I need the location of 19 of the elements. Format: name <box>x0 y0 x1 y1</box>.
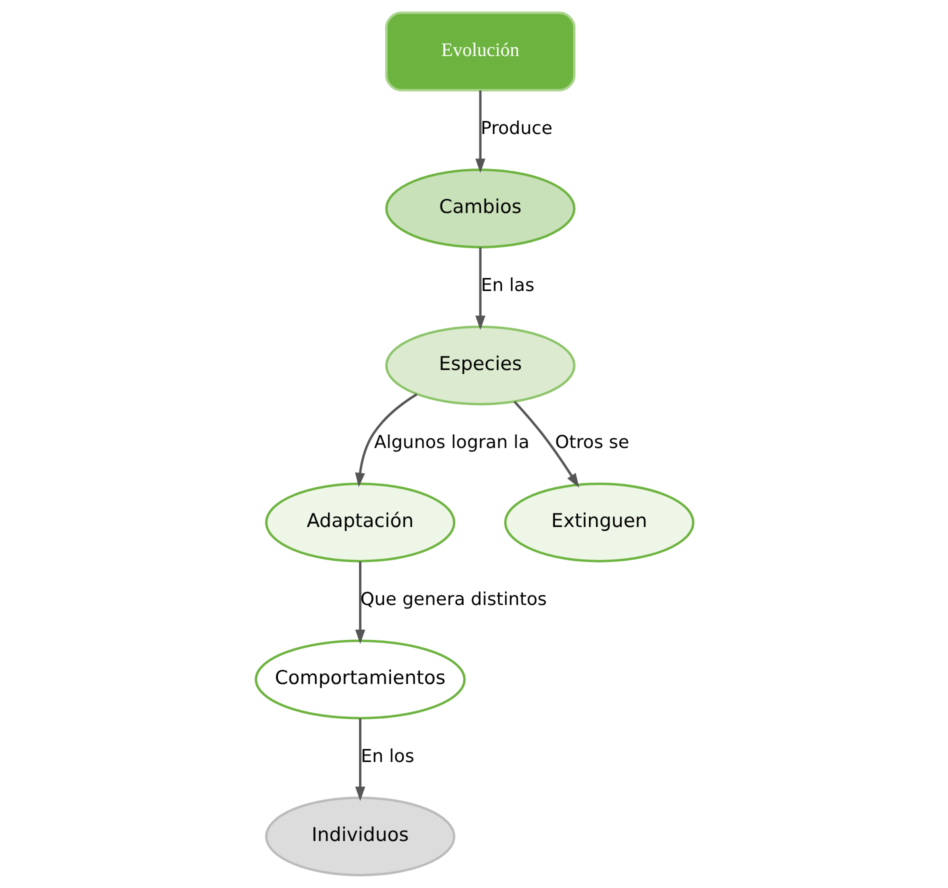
arrow <box>474 90 485 173</box>
edge-label: Produce <box>480 118 552 140</box>
node-ellipse: Comportamientos <box>254 640 466 720</box>
arrow <box>354 562 365 644</box>
node-ellipse: Especies <box>384 326 575 406</box>
edge-label: Que genera distintos <box>360 589 546 610</box>
node-box: Evolución <box>384 12 575 92</box>
arrow <box>474 248 485 330</box>
node-ellipse: Individuos <box>264 796 455 876</box>
arrow <box>513 400 579 488</box>
node-ellipse: Cambios <box>384 168 575 248</box>
edge-label: En los <box>360 746 414 768</box>
edge-label: Algunos logran la <box>374 432 529 454</box>
edge-label: En las <box>480 275 534 296</box>
node-ellipse: Adaptación <box>264 482 455 562</box>
node-ellipse: Extinguen <box>504 482 694 562</box>
arrow <box>354 393 417 488</box>
arrow <box>354 718 365 801</box>
edge-label: Otros se <box>554 432 629 454</box>
